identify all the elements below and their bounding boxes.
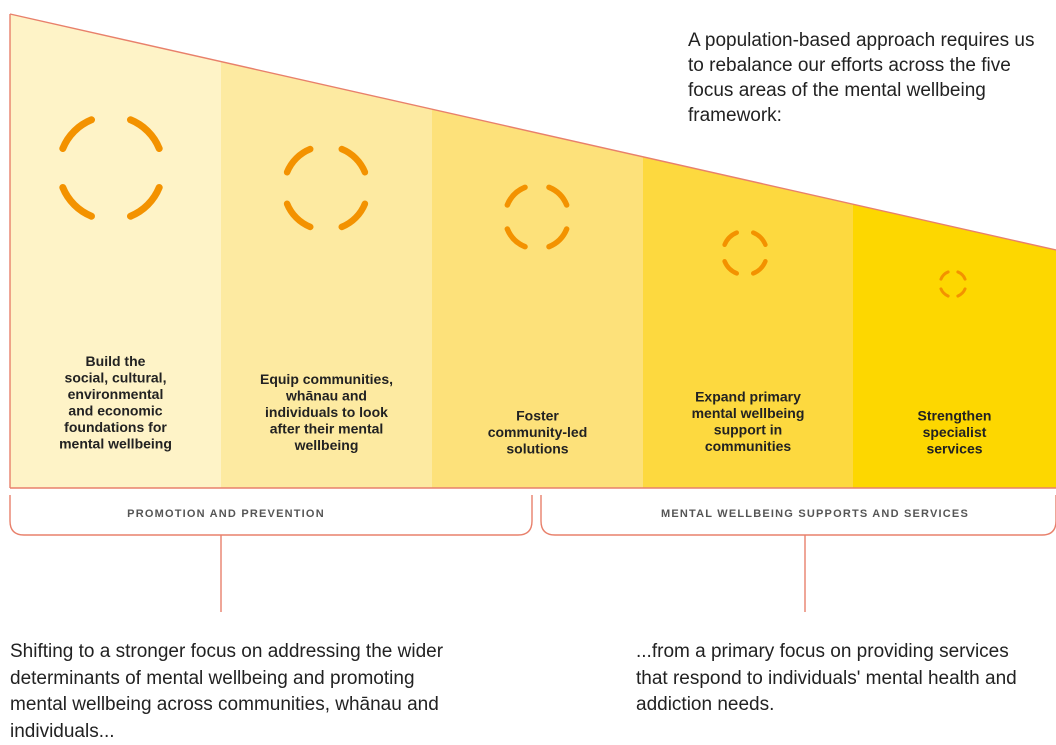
focus-ring-arc [750,258,768,276]
group-braces: PROMOTION AND PREVENTION MENTAL WELLBEING… [9,495,1056,612]
column-5-background [853,204,1056,488]
caption-promotion-shift: Shifting to a stronger focus on addressi… [10,641,444,742]
focus-ring-arc [546,226,570,250]
focus-ring-arc [956,287,967,298]
focus-ring-icon [722,230,768,276]
focus-ring-arc [338,145,369,176]
brace-promotion-prevention [9,495,533,536]
focus-ring-arc [722,230,740,248]
column-1-background [10,14,221,488]
focus-ring-icon [939,270,967,298]
focus-ring-arc [283,145,314,176]
focus-ring-arc [283,200,314,231]
focus-ring-arc [939,287,950,298]
focus-ring-arc [722,258,740,276]
intro-text: A population-based approach requires us … [688,30,1035,126]
focus-ring-arc [956,270,967,281]
focus-ring-arc [59,116,96,153]
caption-services-shift: ...from a primary focus on providing ser… [636,641,1017,715]
group-label-services: MENTAL WELLBEING SUPPORTS AND SERVICES [661,508,969,520]
focus-ring-arc [126,116,163,153]
focus-ring-arc [546,184,570,208]
brace-supports-services [540,495,1056,536]
column-3-background [432,109,643,489]
focus-ring-arc [504,184,528,208]
slope-line [9,13,1056,251]
focus-ring-icon [283,145,369,231]
focus-ring-icon [504,184,570,250]
focus-ring-arc [338,200,369,231]
column-2-background [221,61,432,489]
focus-ring-arc [750,230,768,248]
focus-ring-icon [59,116,163,220]
group-label-promotion: PROMOTION AND PREVENTION [127,508,325,520]
focus-ring-arc [126,183,163,220]
focus-ring-arc [59,183,96,220]
focus-ring-arc [504,226,528,250]
focus-ring-arc [939,270,950,281]
column-4-background [643,156,853,488]
